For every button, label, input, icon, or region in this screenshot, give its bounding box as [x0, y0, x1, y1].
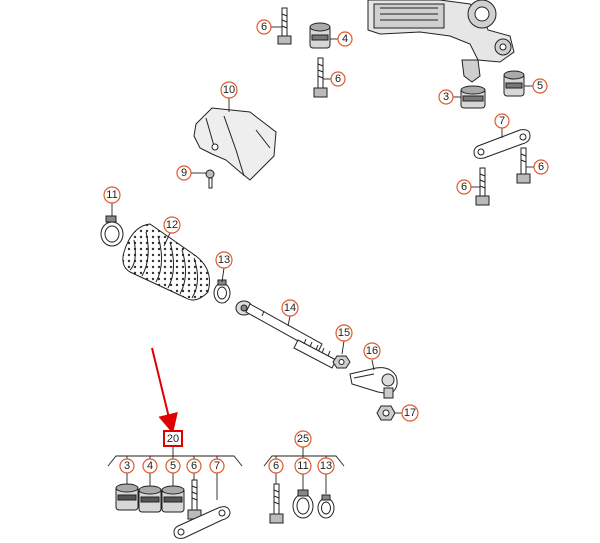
- callout-6[interactable]: 6: [268, 458, 284, 474]
- bushing-part: [138, 485, 162, 513]
- callout-6[interactable]: 6: [186, 458, 202, 474]
- callout-4[interactable]: 4: [142, 458, 158, 474]
- nut-part: [376, 405, 396, 421]
- callout-6[interactable]: 6: [256, 19, 272, 35]
- screw-part: [205, 169, 215, 189]
- clamp-part: [100, 215, 124, 247]
- bolt-part: [187, 479, 202, 520]
- callout-12[interactable]: 12: [163, 216, 181, 234]
- callout-9[interactable]: 9: [176, 165, 192, 181]
- callout-6[interactable]: 6: [456, 179, 472, 195]
- highlight-arrow: [151, 347, 178, 434]
- callout-20-highlighted[interactable]: 20: [163, 430, 183, 447]
- tie-rod-part: [235, 300, 337, 369]
- callout-7[interactable]: 7: [209, 458, 225, 474]
- bolt-part: [269, 483, 284, 524]
- tie-rod-end-part: [349, 367, 398, 399]
- bushing-part: [309, 22, 331, 49]
- bracket-plate-part: [473, 129, 531, 159]
- callout-6[interactable]: 6: [330, 71, 346, 87]
- bolt-part: [313, 57, 328, 98]
- bushing-part: [503, 70, 525, 97]
- bolt-part: [516, 147, 531, 184]
- callout-15[interactable]: 15: [335, 324, 353, 342]
- callout-16[interactable]: 16: [363, 342, 381, 360]
- callout-5[interactable]: 5: [165, 458, 181, 474]
- callout-4[interactable]: 4: [337, 31, 353, 47]
- callout-25[interactable]: 25: [294, 430, 312, 448]
- callout-7[interactable]: 7: [494, 113, 510, 129]
- heat-shield-part: [193, 107, 277, 181]
- bolt-part: [277, 7, 292, 45]
- bushing-part: [460, 85, 486, 109]
- nut-part: [332, 355, 351, 369]
- callout-11[interactable]: 11: [103, 186, 121, 204]
- clamp-part: [292, 489, 314, 519]
- bracket-plate-part: [173, 506, 231, 539]
- callout-17[interactable]: 17: [401, 404, 419, 422]
- callout-13[interactable]: 13: [317, 457, 335, 475]
- steering-rack-housing: [367, 0, 515, 83]
- callout-3[interactable]: 3: [438, 89, 454, 105]
- bushing-part: [161, 485, 185, 513]
- callout-14[interactable]: 14: [281, 299, 299, 317]
- clamp-part: [213, 279, 231, 304]
- callout-6[interactable]: 6: [533, 159, 549, 175]
- kit-20-bracket: [107, 447, 243, 500]
- bolt-part: [475, 167, 490, 206]
- callout-11[interactable]: 11: [294, 457, 312, 475]
- callout-13[interactable]: 13: [215, 251, 233, 269]
- callout-10[interactable]: 10: [220, 81, 238, 99]
- callout-3[interactable]: 3: [119, 458, 135, 474]
- callout-5[interactable]: 5: [532, 78, 548, 94]
- bushing-part: [115, 483, 139, 511]
- boot-part: [122, 223, 210, 301]
- clamp-part: [317, 494, 335, 519]
